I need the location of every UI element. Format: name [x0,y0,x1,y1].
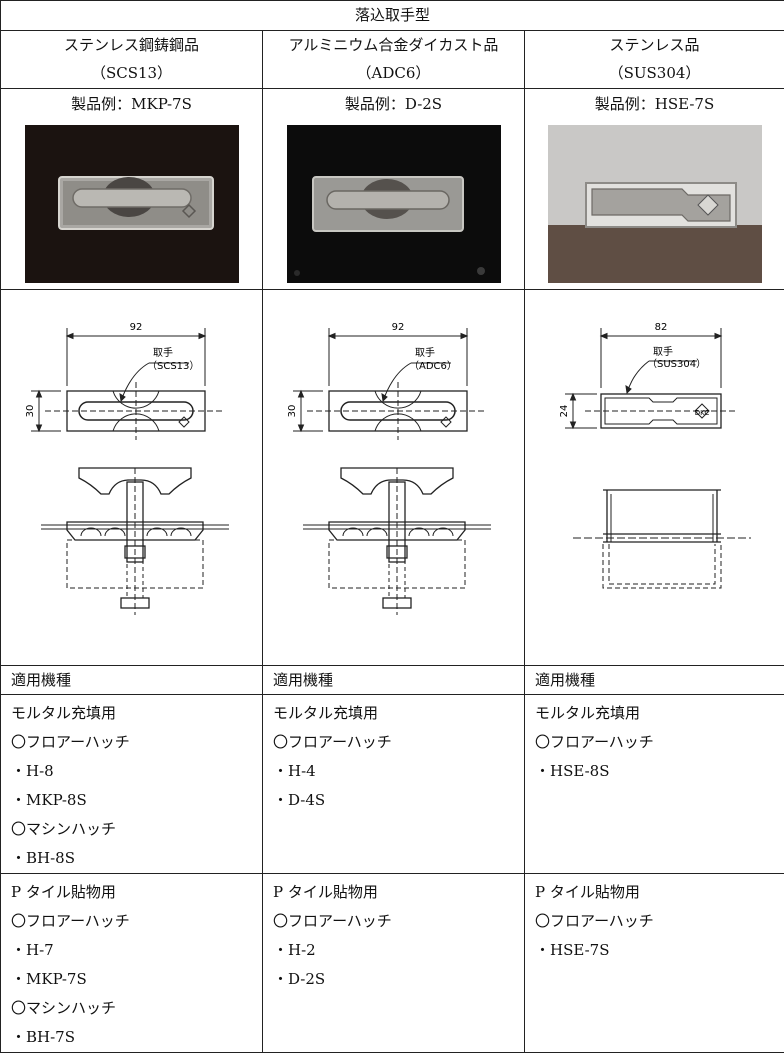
list-item: 〇フロアーハッチ [11,907,262,936]
material-cell-3: ステンレス品 （SUS304） [525,31,784,89]
ptile-list-1: P タイル貼物用 〇フロアーハッチ ・H-7 ・MKP-7S 〇マシンハッチ ・… [1,874,263,1053]
technical-drawing-adc6: 92 30 取手 （ADC6） [263,290,525,665]
list-item: ・D-4S [273,786,524,815]
list-item: ・MKP-7S [11,965,262,994]
handle-material: （SUS304） [647,358,706,370]
list-item: P タイル貼物用 [11,878,262,907]
handle-material: （ADC6） [409,360,457,372]
list-item: ・HSE-7S [535,936,784,965]
ptile-list-2: P タイル貼物用 〇フロアーハッチ ・H-2 ・D-2S [263,874,525,1053]
applicable-header-2: 適用機種 [263,666,525,695]
product-example: 製品例：HSE-7S [525,89,784,119]
material-name: ステンレス鋼鋳鋼品 [1,31,262,59]
technical-drawing-sus304: 82 24 取手 （SUS304） DKC [525,290,784,665]
list-item: 〇フロアーハッチ [535,907,784,936]
height-dimension: 24 [559,405,570,418]
product-example: 製品例：MKP-7S [1,89,262,119]
list-item: 〇マシンハッチ [11,994,262,1023]
list-item: モルタル充填用 [11,699,262,728]
list-item: ・H-4 [273,757,524,786]
list-item: ・H-8 [11,757,262,786]
photo-cell-2: 製品例：D-2S [263,89,525,290]
mortar-list-1: モルタル充填用 〇フロアーハッチ ・H-8 ・MKP-8S 〇マシンハッチ ・B… [1,695,263,874]
handle-label: 取手 [415,346,435,359]
applicable-header-3: 適用機種 [525,666,784,695]
list-item: 〇フロアーハッチ [11,728,262,757]
handle-label: 取手 [153,346,173,359]
material-name: アルミニウム合金ダイカスト品 [263,31,524,59]
product-photo-mkp [25,125,239,283]
handle-label: 取手 [653,345,673,358]
list-item: ・BH-7S [11,1023,262,1052]
width-dimension: 82 [655,322,668,333]
list-item: P タイル貼物用 [273,878,524,907]
list-item: モルタル充填用 [535,699,784,728]
list-item: ・H-7 [11,936,262,965]
material-code: （SUS304） [525,59,784,87]
material-cell-2: アルミニウム合金ダイカスト品 （ADC6） [263,31,525,89]
list-item: 〇フロアーハッチ [273,728,524,757]
list-item: ・HSE-8S [535,757,784,786]
product-photo-hse [548,125,762,283]
material-cell-1: ステンレス鋼鋳鋼品 （SCS13） [1,31,263,89]
list-item: ・MKP-8S [11,786,262,815]
handle-material: （SCS13） [147,360,199,372]
width-dimension: 92 [392,322,405,333]
photo-cell-3: 製品例：HSE-7S [525,89,784,290]
drawing-cell-1: 92 30 取手 （SCS13） [1,290,263,666]
height-dimension: 30 [287,405,298,418]
ptile-list-3: P タイル貼物用 〇フロアーハッチ ・HSE-7S [525,874,784,1053]
drawing-cell-3: 82 24 取手 （SUS304） DKC [525,290,784,666]
dkc-logo: DKC [695,409,710,417]
drawing-cell-2: 92 30 取手 （ADC6） [263,290,525,666]
list-item: モルタル充填用 [273,699,524,728]
material-code: （ADC6） [263,59,524,87]
mortar-list-3: モルタル充填用 〇フロアーハッチ ・HSE-8S [525,695,784,874]
applicable-header-1: 適用機種 [1,666,263,695]
technical-drawing-scs13: 92 30 取手 （SCS13） [1,290,263,665]
material-name: ステンレス品 [525,31,784,59]
list-item: ・D-2S [273,965,524,994]
table-title: 落込取手型 [1,1,784,31]
list-item: 〇フロアーハッチ [535,728,784,757]
list-item: ・H-2 [273,936,524,965]
list-item: 〇フロアーハッチ [273,907,524,936]
list-item: 〇マシンハッチ [11,815,262,844]
product-example: 製品例：D-2S [263,89,524,119]
product-photo-d2s [287,125,501,283]
material-code: （SCS13） [1,59,262,87]
height-dimension: 30 [25,405,36,418]
photo-cell-1: 製品例：MKP-7S [1,89,263,290]
list-item: P タイル貼物用 [535,878,784,907]
list-item: ・BH-8S [11,844,262,873]
width-dimension: 92 [130,322,143,333]
mortar-list-2: モルタル充填用 〇フロアーハッチ ・H-4 ・D-4S [263,695,525,874]
